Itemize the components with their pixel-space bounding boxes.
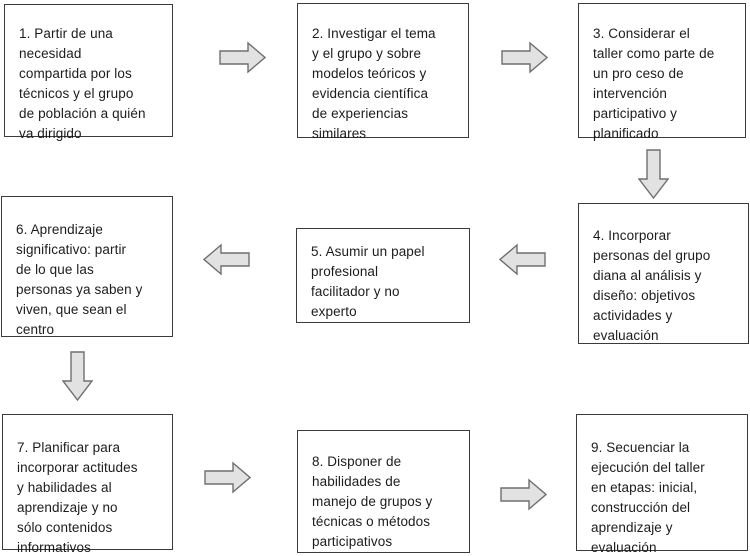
step-text-4: 4. Incorporar personas del grupo diana a…	[593, 228, 711, 343]
step-text-2: 2. Investigar el tema y el grupo y sobre…	[312, 26, 436, 141]
arrow-right-icon	[219, 41, 267, 74]
step-text-1: 1. Partir de una necesidad compartida po…	[19, 26, 146, 141]
step-box-6: 6. Aprendizaje significativo: partir de …	[1, 196, 173, 337]
step-box-9: 9. Secuenciar la ejecución del taller en…	[576, 414, 748, 555]
arrow-down-icon	[637, 149, 670, 200]
arrow-down-icon	[61, 351, 94, 402]
step-box-1: 1. Partir de una necesidad compartida po…	[4, 4, 173, 141]
arrow-right-icon	[204, 461, 252, 494]
step-box-7: 7. Planificar para incorporar actitudes …	[2, 414, 173, 555]
arrow-right-icon	[501, 41, 549, 74]
step-text-7: 7. Planificar para incorporar actitudes …	[17, 440, 138, 555]
step-box-5: 5. Asumir un papel profesional facilitad…	[296, 228, 470, 323]
step-box-3: 3. Considerar el taller como parte de un…	[578, 3, 746, 141]
arrow-left-icon	[202, 243, 250, 276]
step-text-5: 5. Asumir un papel profesional facilitad…	[311, 244, 425, 319]
step-text-9: 9. Secuenciar la ejecución del taller en…	[591, 440, 705, 555]
step-text-3: 3. Considerar el taller como parte de un…	[593, 26, 715, 141]
step-box-8: 8. Disponer de habilidades de manejo de …	[297, 430, 470, 553]
step-box-4: 4. Incorporar personas del grupo diana a…	[578, 203, 749, 344]
arrow-right-icon	[500, 478, 548, 511]
step-text-6: 6. Aprendizaje significativo: partir de …	[16, 222, 143, 337]
step-box-2: 2. Investigar el tema y el grupo y sobre…	[297, 3, 469, 141]
step-text-8: 8. Disponer de habilidades de manejo de …	[312, 454, 433, 549]
arrow-left-icon	[498, 243, 546, 276]
